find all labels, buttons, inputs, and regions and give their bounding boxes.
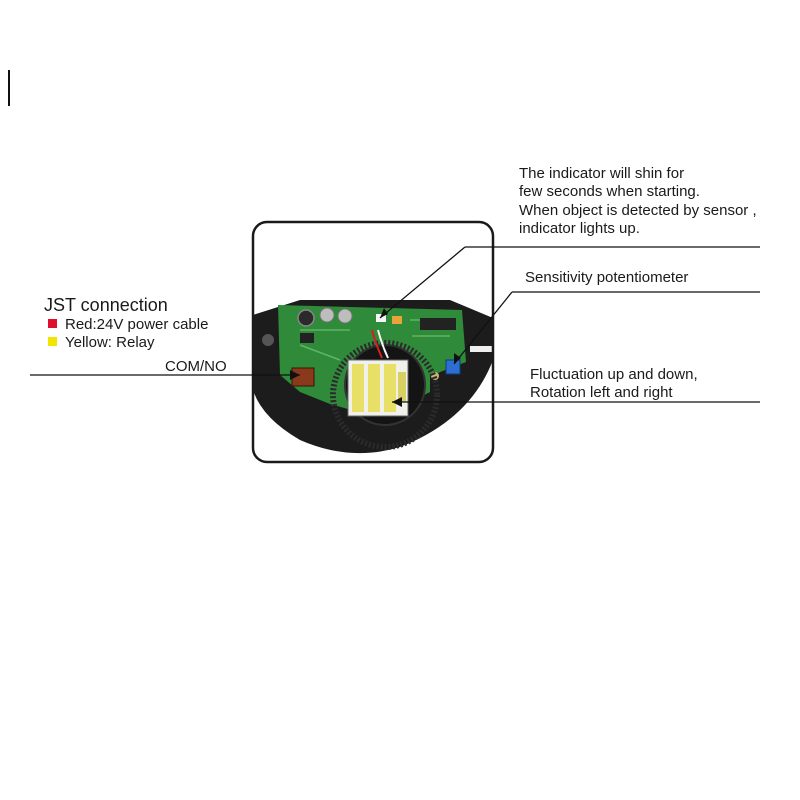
fluctuation-line-2: Rotation left and right bbox=[530, 384, 673, 401]
yellow-swatch bbox=[48, 337, 57, 346]
indicator-note-line-1: The indicator will shin for bbox=[519, 165, 685, 182]
housing-notch bbox=[470, 346, 493, 352]
fluctuation-line-1: Fluctuation up and down, bbox=[530, 366, 698, 383]
photo-frame bbox=[251, 220, 495, 464]
arrowhead-icon bbox=[392, 397, 402, 407]
capacitor-icon bbox=[297, 309, 315, 327]
com-no-label: COM/NO bbox=[165, 358, 227, 375]
potentiometer-icon bbox=[445, 359, 461, 375]
mount-hole-icon bbox=[262, 334, 274, 346]
indicator-note-line-4: indicator lights up. bbox=[519, 220, 640, 237]
jst-red-label: Red:24V power cable bbox=[65, 316, 209, 333]
capacitor-icon bbox=[319, 307, 335, 323]
capacitor-icon bbox=[337, 308, 353, 324]
edge-mark bbox=[8, 70, 10, 106]
arrowhead-icon bbox=[290, 370, 300, 380]
sensitivity-label: Sensitivity potentiometer bbox=[525, 269, 689, 286]
arrowhead-icon bbox=[454, 353, 461, 364]
ic-chip bbox=[300, 333, 314, 343]
indicator-note-line-2: few seconds when starting. bbox=[519, 183, 700, 200]
ic-chip bbox=[420, 318, 456, 330]
resistor bbox=[392, 316, 402, 324]
jst-yellow-item: Yellow: Relay bbox=[48, 334, 155, 352]
jst-red-item: Red:24V power cable bbox=[48, 316, 208, 334]
indicator-note-line-3: When object is detected by sensor , bbox=[519, 202, 757, 219]
arrowhead-icon bbox=[380, 308, 388, 318]
jst-title: JST connection bbox=[44, 295, 168, 315]
board-photo bbox=[253, 222, 493, 462]
red-swatch bbox=[48, 319, 57, 328]
jst-yellow-label: Yellow: Relay bbox=[65, 334, 155, 351]
